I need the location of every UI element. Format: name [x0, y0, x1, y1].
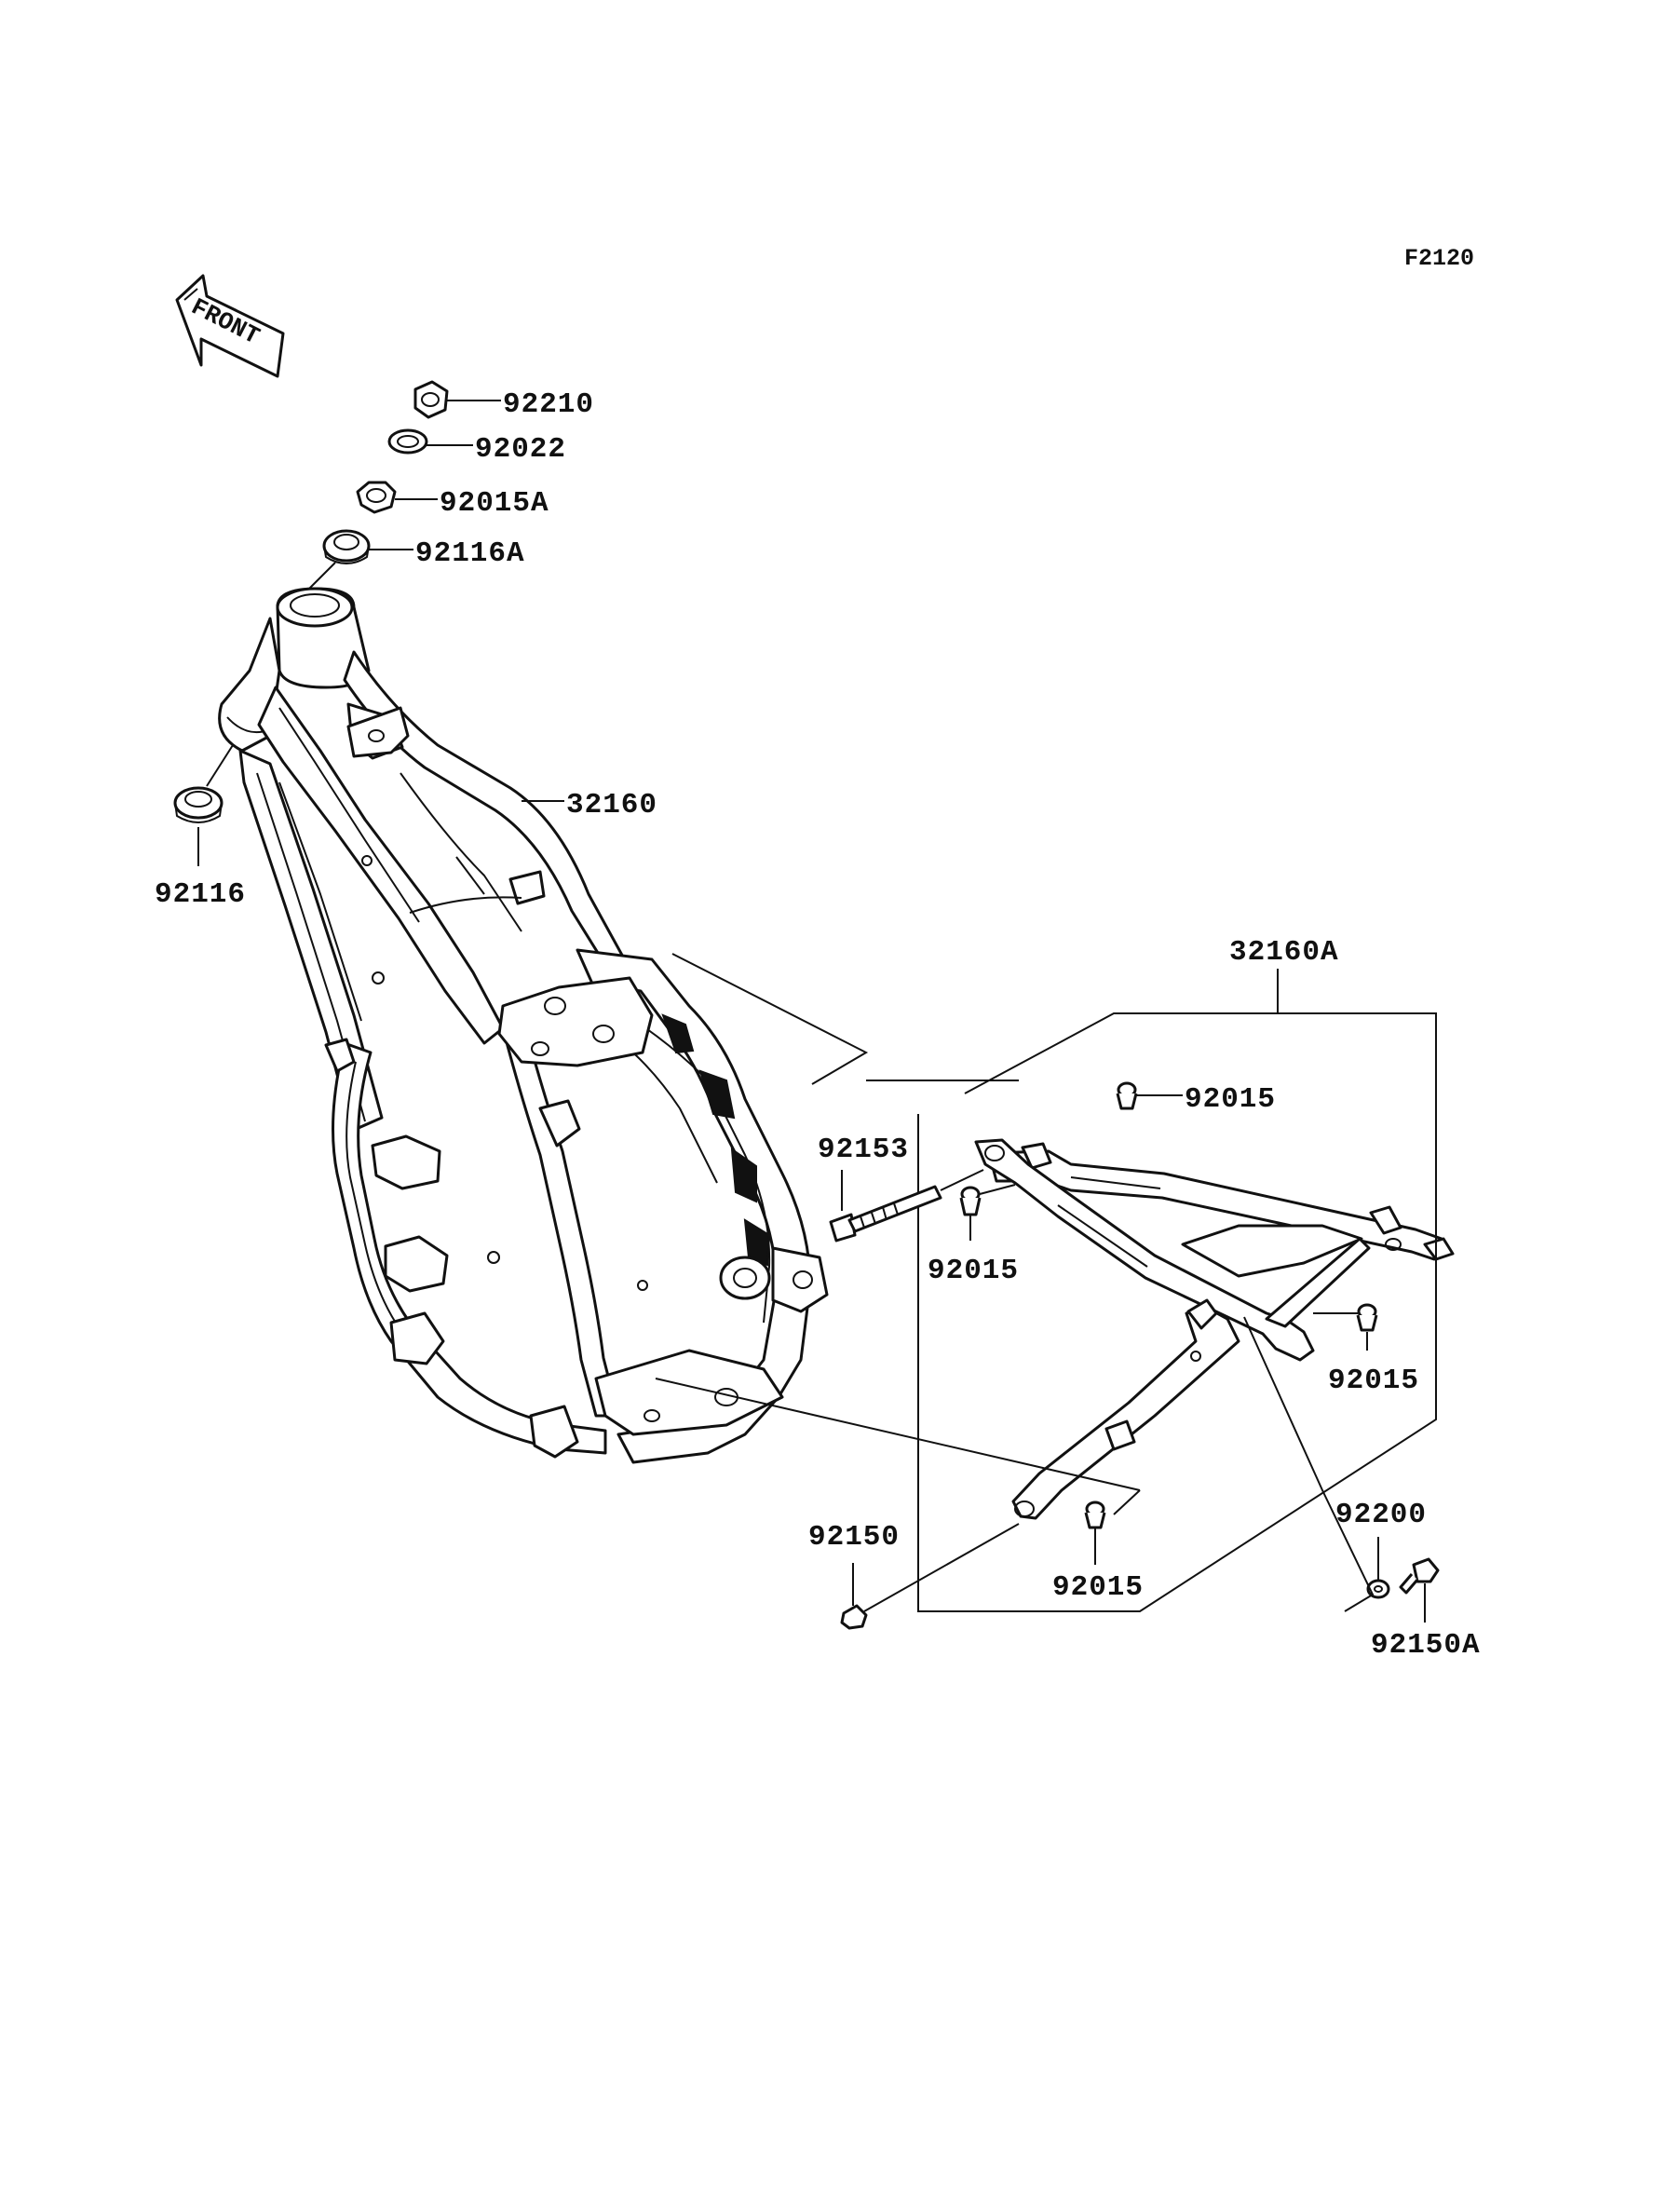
callout-92015-upper: 92015 [1185, 1083, 1276, 1116]
callout-92150: 92150 [808, 1521, 900, 1554]
figure-code: F2120 [1404, 245, 1474, 272]
callout-92150A: 92150A [1371, 1629, 1481, 1662]
nut-92210-icon [413, 380, 449, 419]
bolt-92015-lower-icon [1084, 1501, 1106, 1529]
callout-32160A: 32160A [1229, 936, 1339, 969]
callout-32160: 32160 [566, 789, 657, 822]
bolt-92153-icon [829, 1185, 942, 1243]
front-arrow-icon: FRONT [175, 274, 285, 378]
bolt-92150-icon [840, 1604, 868, 1630]
washer-92022-icon [387, 428, 428, 455]
subframe-32160A [974, 1138, 1455, 1520]
bolt-92150A-icon [1399, 1557, 1440, 1595]
nut-92015A-icon [356, 481, 397, 514]
callout-92153: 92153 [818, 1134, 909, 1166]
callout-92200: 92200 [1335, 1499, 1427, 1531]
callout-92210: 92210 [503, 388, 594, 421]
callout-92015-lower: 92015 [1052, 1571, 1144, 1604]
callout-92015-right: 92015 [1328, 1365, 1419, 1397]
callout-92116: 92116 [155, 878, 246, 911]
bolt-92015-right-icon [1356, 1303, 1378, 1332]
callout-92022: 92022 [475, 433, 566, 466]
callout-92015-left: 92015 [928, 1255, 1019, 1287]
bolt-92015-upper-icon [1116, 1081, 1138, 1110]
bearing-92116A-icon [322, 529, 371, 564]
bearing-92116-icon [173, 786, 224, 823]
main-frame-32160 [218, 587, 829, 1464]
callout-92015A: 92015A [440, 487, 549, 520]
callout-92116A: 92116A [415, 537, 525, 570]
washer-92200-icon [1366, 1579, 1390, 1599]
bolt-92015-left-icon [959, 1186, 982, 1216]
